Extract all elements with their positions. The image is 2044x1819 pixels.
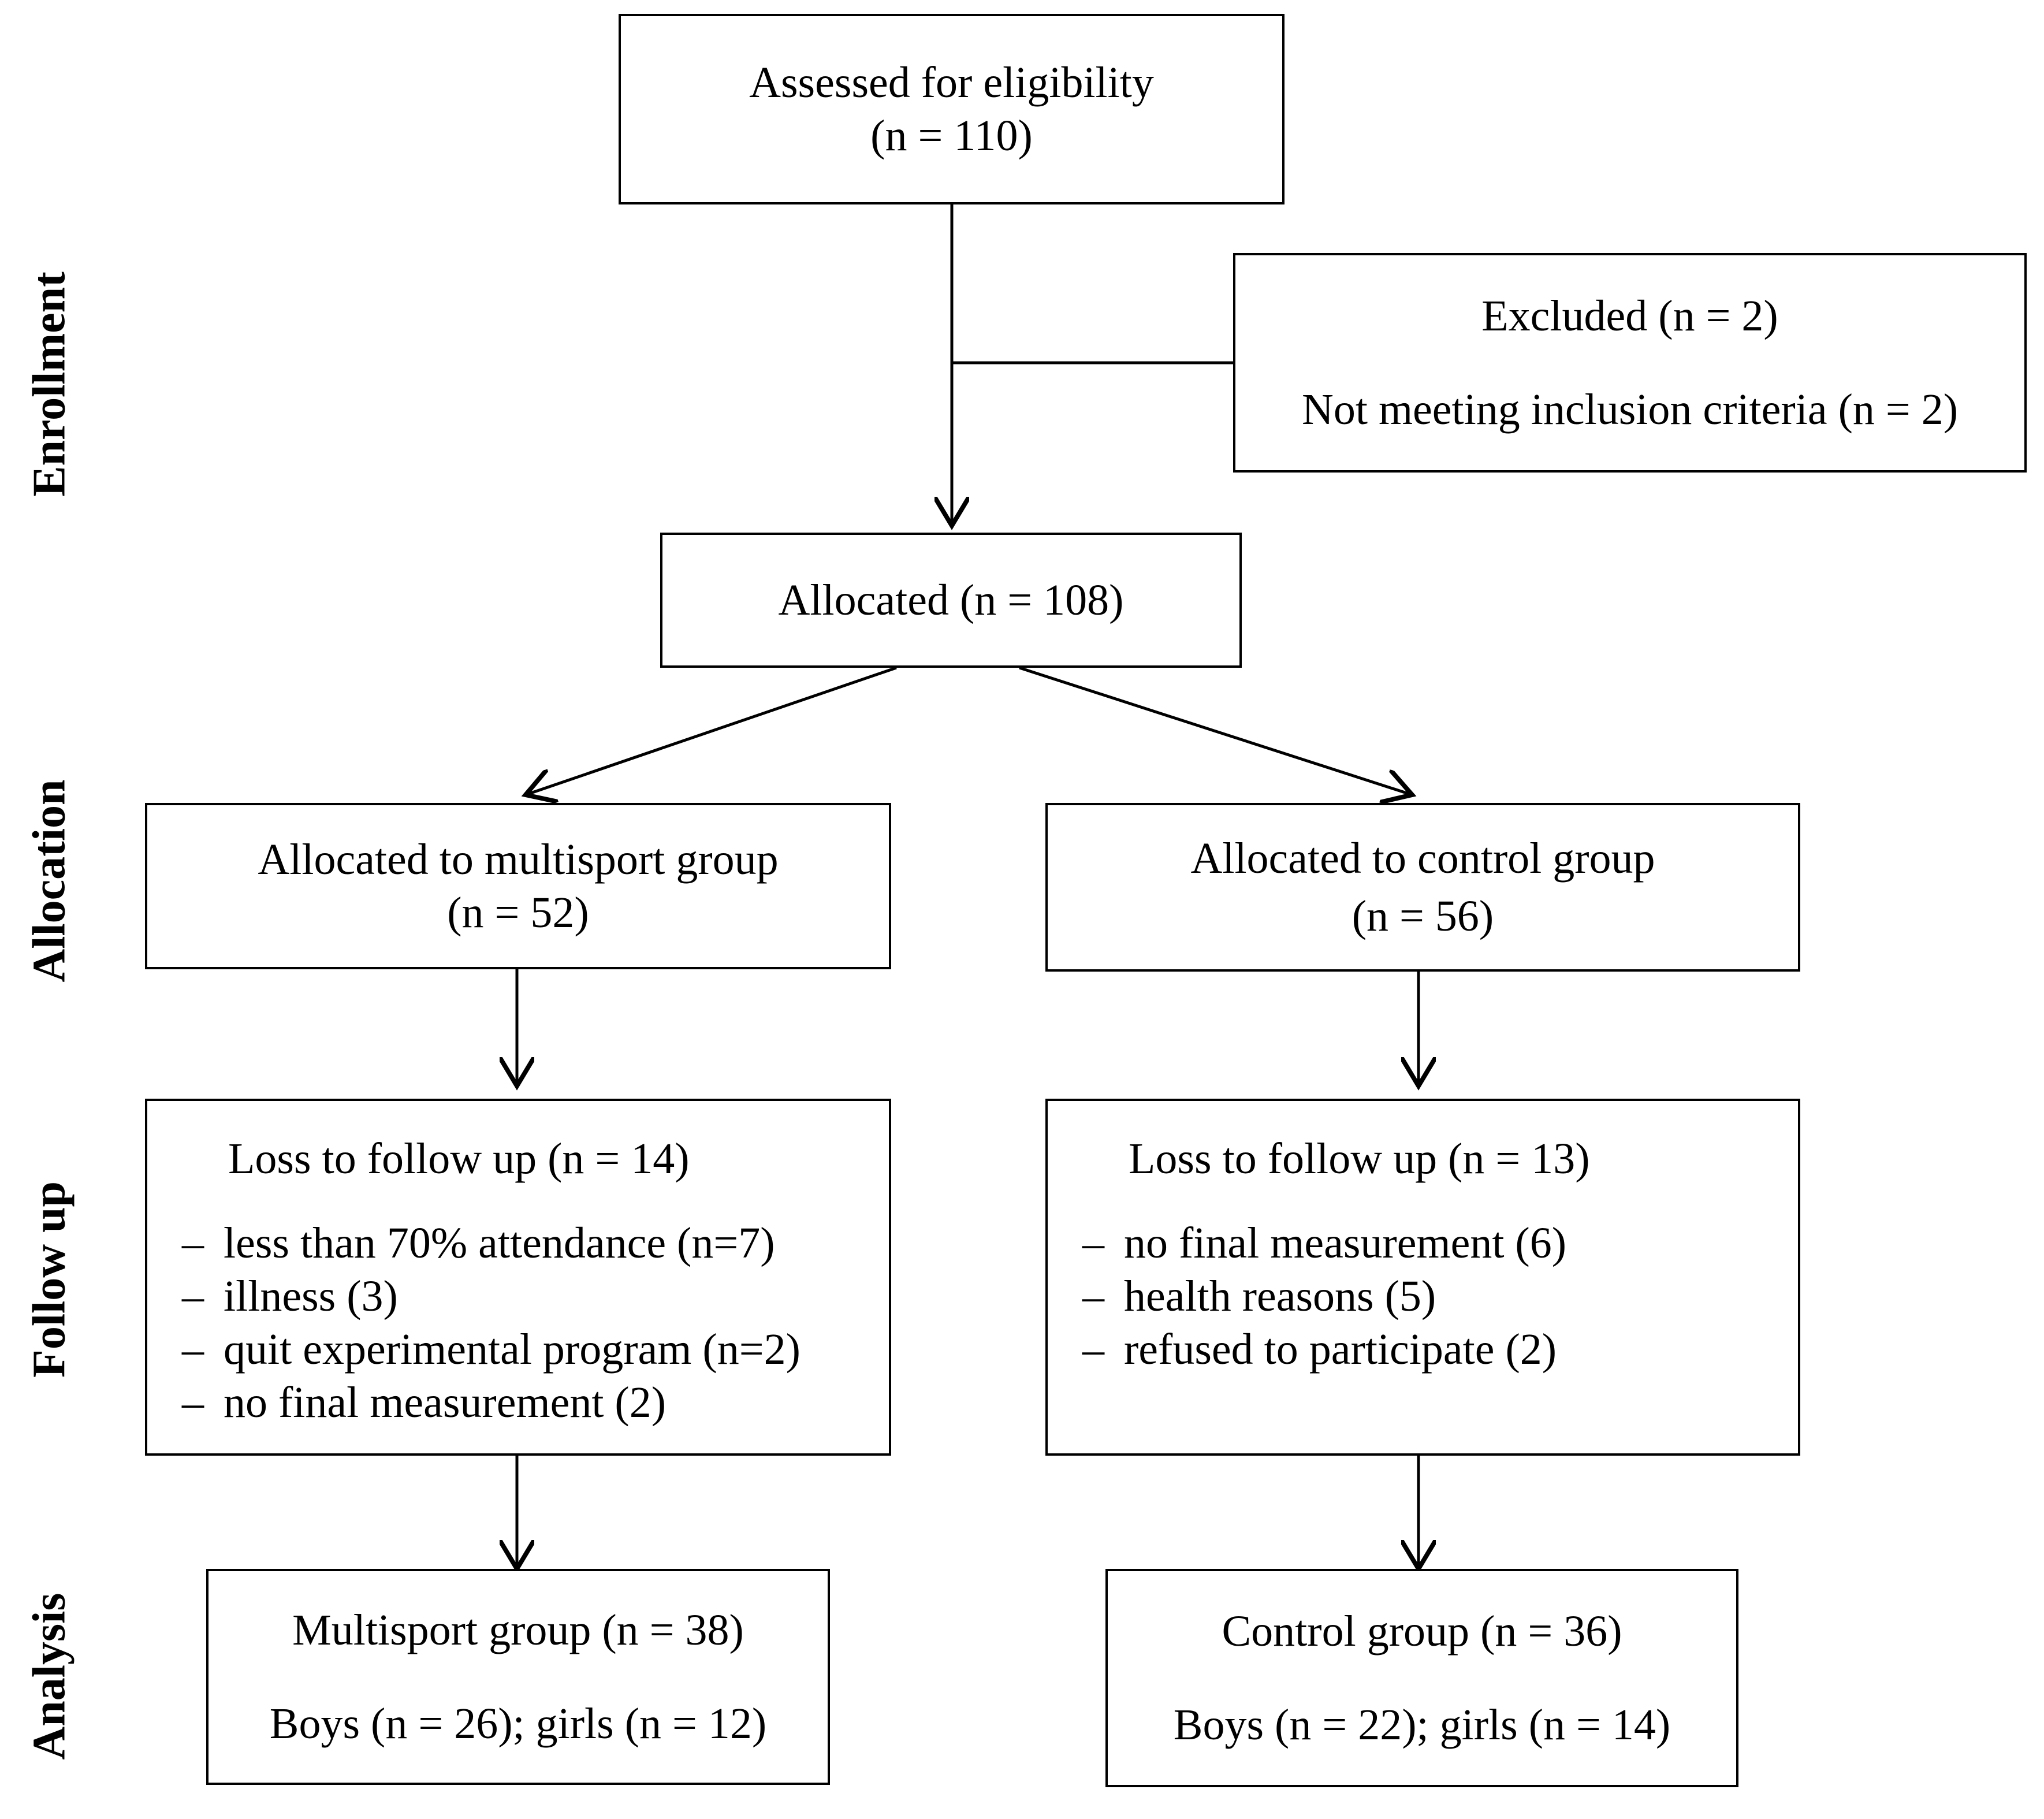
control-allocation-box: Allocated to control group (n = 56): [1045, 803, 1800, 972]
multisport-loss-list: less than 70% attendance (n=7) illness (…: [182, 1217, 801, 1429]
control-allocation-title: Allocated to control group: [1190, 834, 1655, 883]
control-analysis-total: Control group (n = 36): [1222, 1607, 1622, 1656]
list-item: less than 70% attendance (n=7): [182, 1217, 801, 1270]
stage-label-allocation: Allocation: [24, 779, 75, 983]
multisport-loss-title: Loss to follow up (n = 14): [228, 1134, 690, 1183]
arrow-allocated-to-multisport: [526, 666, 897, 795]
control-allocation-count: (n = 56): [1352, 892, 1494, 940]
assessed-title: Assessed for eligibility: [749, 58, 1154, 107]
multisport-analysis-total: Multisport group (n = 38): [292, 1606, 744, 1654]
control-loss-list: no final measurement (6) health reasons …: [1082, 1217, 1566, 1376]
multisport-loss-box: Loss to follow up (n = 14) less than 70%…: [145, 1099, 891, 1456]
assessed-box: Assessed for eligibility (n = 110): [619, 14, 1285, 204]
excluded-reason: Not meeting inclusion criteria (n = 2): [1301, 385, 1959, 434]
arrow-allocated-to-control: [1019, 666, 1412, 795]
control-loss-title: Loss to follow up (n = 13): [1129, 1134, 1590, 1183]
excluded-title: Excluded (n = 2): [1481, 292, 1778, 340]
multisport-allocation-box: Allocated to multisport group (n = 52): [145, 803, 891, 969]
multisport-allocation-count: (n = 52): [447, 888, 589, 937]
control-loss-box: Loss to follow up (n = 13) no final meas…: [1045, 1099, 1800, 1456]
assessed-count: (n = 110): [870, 111, 1033, 160]
allocated-box: Allocated (n = 108): [660, 533, 1242, 668]
list-item: illness (3): [182, 1270, 801, 1323]
control-analysis-gender: Boys (n = 22); girls (n = 14): [1173, 1701, 1671, 1749]
stage-label-enrollment: Enrollment: [24, 271, 75, 497]
list-item: quit experimental program (n=2): [182, 1323, 801, 1376]
multisport-analysis-gender: Boys (n = 26); girls (n = 12): [269, 1699, 767, 1748]
list-item: refused to participate (2): [1082, 1323, 1566, 1376]
stage-label-analysis: Analysis: [24, 1593, 75, 1760]
control-analysis-box: Control group (n = 36) Boys (n = 22); gi…: [1105, 1569, 1738, 1787]
list-item: no final measurement (2): [182, 1376, 801, 1429]
allocated-label: Allocated (n = 108): [778, 576, 1124, 624]
excluded-box: Excluded (n = 2) Not meeting inclusion c…: [1233, 253, 2027, 473]
multisport-analysis-box: Multisport group (n = 38) Boys (n = 26);…: [206, 1569, 830, 1785]
stage-label-follow-up: Follow up: [24, 1181, 75, 1378]
list-item: no final measurement (6): [1082, 1217, 1566, 1270]
multisport-allocation-title: Allocated to multisport group: [258, 835, 779, 884]
list-item: health reasons (5): [1082, 1270, 1566, 1323]
